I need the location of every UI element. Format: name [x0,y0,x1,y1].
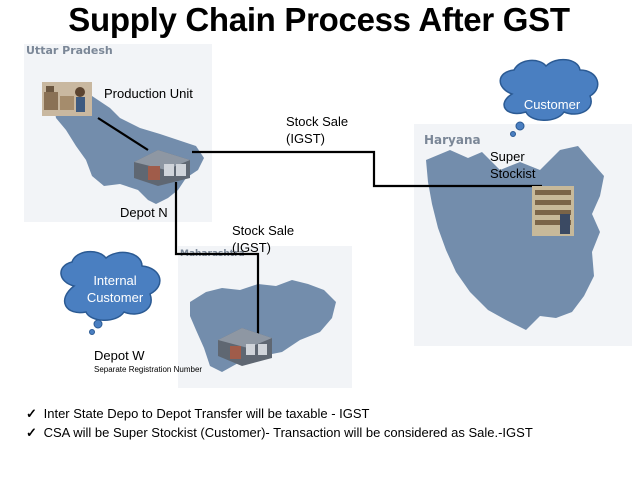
internal-customer-cloud [60,250,161,335]
depot-n-label: Depot N [120,205,168,220]
super-stockist-line1: Super [490,149,525,164]
depot-n-to-depot-w-line [174,182,260,336]
page-title: Supply Chain Process After GST [68,1,570,38]
depot-n-to-super-stockist-line [192,150,542,188]
customer-cloud-label: Customer [523,97,581,112]
internal-customer-line2: Customer [86,290,144,305]
super-stockist-line2: Stockist [490,166,536,181]
check-icon: ✓ [26,406,37,421]
stock-sale-2-label: Stock Sale (IGST) [232,222,294,256]
internal-customer-line1: Internal [93,273,137,288]
stock-sale-1-label: Stock Sale (IGST) [286,113,348,147]
internal-customer-cloud-label: Internal Customer [70,272,160,306]
super-stockist-label: Super Stockist [490,148,536,182]
stock-sale-2-line1: Stock Sale [232,223,295,238]
stock-sale-2-line2: (IGST) [232,240,271,255]
depot-w-label: Depot W [94,348,145,363]
depot-n-warehouse-icon [134,150,190,186]
stock-sale-1-line2: (IGST) [286,131,325,146]
bullet-item: ✓ CSA will be Super Stockist (Customer)-… [26,423,626,442]
bullet-item: ✓ Inter State Depo to Depot Transfer wil… [26,404,626,423]
production-unit-label: Production Unit [104,86,193,101]
customer-cloud [499,58,599,137]
depot-w-note: Separate Registration Number [94,365,203,374]
check-icon: ✓ [26,425,37,440]
bullet-list: ✓ Inter State Depo to Depot Transfer wil… [26,404,626,442]
super-stockist-image [532,186,574,236]
region-label-uttar-pradesh: Uttar Pradesh [26,44,113,57]
stock-sale-1-line1: Stock Sale [286,114,349,129]
bullet-text: CSA will be Super Stockist (Customer)- T… [43,425,533,440]
depot-w-warehouse-icon [218,328,272,366]
production-to-depot-n-line [97,117,149,151]
region-label-haryana: Haryana [424,133,481,147]
bullet-text: Inter State Depo to Depot Transfer will … [43,406,370,421]
production-unit-image [42,82,92,116]
